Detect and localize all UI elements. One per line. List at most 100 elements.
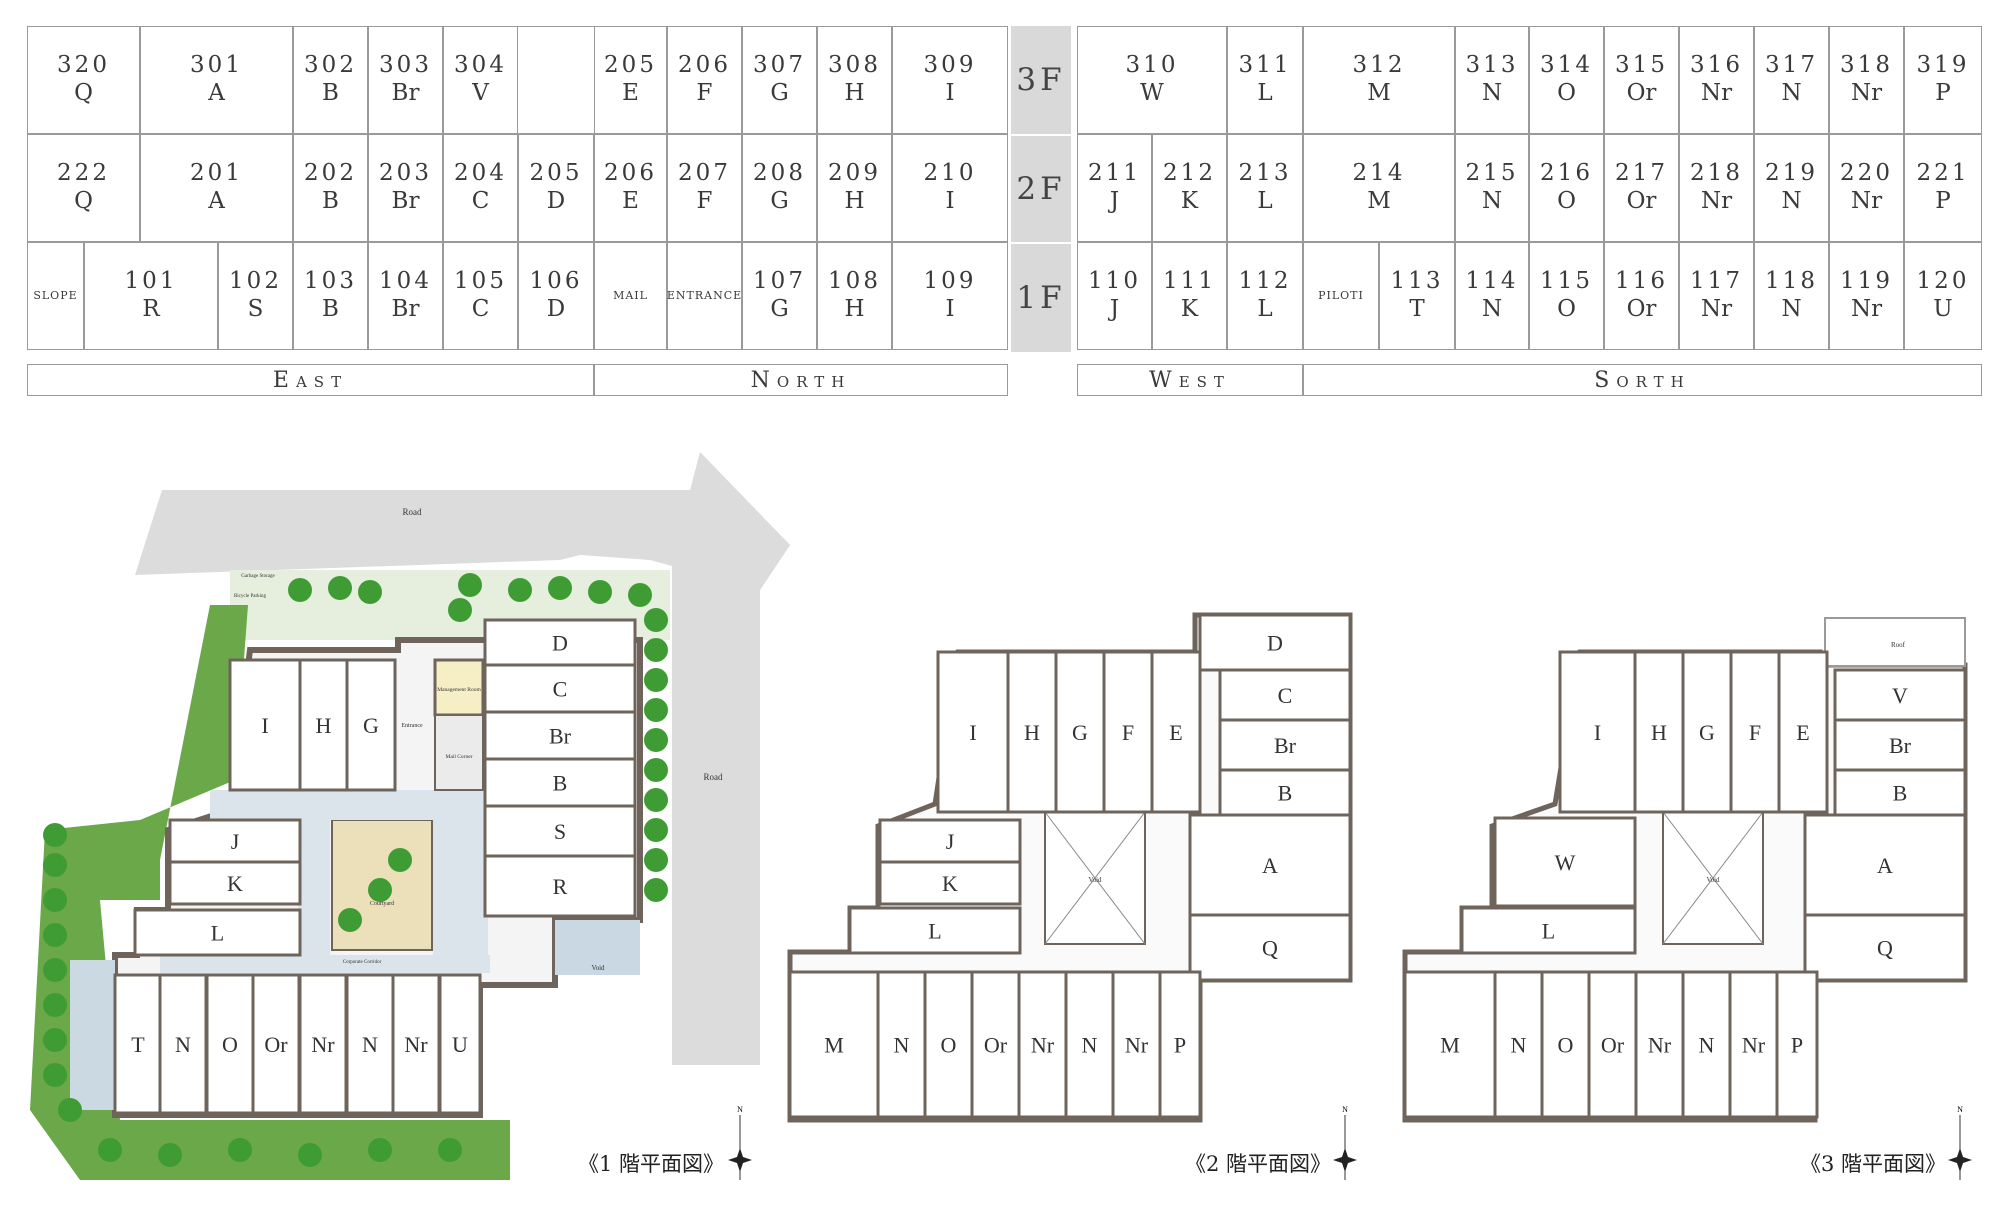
plan-unit-east (483, 854, 637, 918)
unit-number: SLOPE (33, 289, 78, 303)
plan-unit-east (1218, 768, 1352, 817)
unit-type: S (247, 296, 264, 322)
unit-label: M (1440, 1033, 1460, 1058)
plan-unit-east (1188, 913, 1352, 982)
compass-3f: N (1948, 1105, 1972, 1180)
plan-unit-east (483, 710, 637, 761)
unit-number: 315 (1615, 52, 1668, 79)
unit-type: M (1367, 80, 1391, 106)
unit-label: U (452, 1032, 468, 1057)
unit-label: F (1122, 720, 1134, 745)
unit-number: 115 (1540, 268, 1593, 295)
unit-label: Or (264, 1032, 288, 1057)
unit-number: 120 (1916, 268, 1970, 295)
unit-number: 217 (1615, 160, 1668, 187)
tree-icon (288, 578, 312, 602)
unit-label: N (362, 1032, 378, 1057)
unit-number: 205 (529, 160, 583, 187)
tree-icon (458, 573, 482, 597)
plan-unit-west (133, 908, 302, 957)
unit-type: N (1781, 188, 1802, 214)
entrance-label: Entrance (401, 723, 423, 729)
plan-unit-west (848, 906, 1022, 955)
unit-type: C (471, 296, 490, 322)
unit-number: 201 (190, 160, 243, 187)
unit-type: P (1935, 80, 1951, 106)
void-label-1f: Void (591, 964, 605, 972)
unit-number: 105 (454, 268, 507, 295)
tree-icon (588, 580, 612, 604)
plan-unit-east (1803, 913, 1967, 982)
unit-type: H (844, 80, 865, 106)
unit-number: 219 (1765, 160, 1818, 187)
unit-type: L (1257, 80, 1273, 106)
unit-number: 311 (1238, 52, 1292, 79)
unit-type: N (1481, 296, 1503, 322)
tree-icon (644, 818, 668, 842)
unit-number: 210 (923, 160, 977, 187)
unit-type: B (322, 296, 339, 322)
unit-label: Q (1262, 936, 1278, 961)
unit-number: 208 (753, 160, 806, 187)
unit-number: 313 (1465, 52, 1519, 79)
unit-label: P (1791, 1033, 1803, 1058)
plan-unit-south (438, 973, 482, 1115)
unit-number: 102 (229, 268, 282, 295)
compass-1f: N (728, 1105, 752, 1180)
unit-label: M (824, 1033, 844, 1058)
road-right (672, 452, 790, 1065)
unit-number: 301 (190, 52, 243, 79)
unit-type: Nr (1850, 80, 1883, 106)
unit-type: K (1180, 188, 1199, 214)
direction-west: West (1077, 364, 1303, 396)
unit-number: 206 (678, 52, 731, 79)
plan-unit-north (1681, 650, 1733, 814)
unit-label: G (1699, 720, 1715, 745)
courtyard-label: Courtyard (370, 901, 394, 907)
unit-label: H (1024, 720, 1040, 745)
unit-type: T (1409, 296, 1425, 322)
unit-label: E (1796, 720, 1809, 745)
unit-number: 318 (1840, 52, 1893, 79)
unit-type: J (1109, 188, 1120, 214)
empty-cell (518, 26, 594, 134)
floor-label-1f: 1F (1011, 244, 1071, 352)
unit-type: Nr (1700, 296, 1733, 322)
unit-cell: SLOPE (27, 242, 84, 350)
unit-label: C (1278, 683, 1293, 708)
plan-unit-south (1111, 970, 1162, 1119)
unit-label: Nr (1125, 1033, 1149, 1058)
unit-number: 116 (1615, 268, 1668, 295)
unit-number: 214 (1352, 160, 1406, 187)
unit-type: D (546, 296, 566, 322)
unit-number: 106 (529, 268, 583, 295)
plan-unit-west (878, 818, 1022, 864)
tree-icon (368, 878, 392, 902)
plan-unit-east (483, 618, 637, 667)
unit-label: A (1877, 853, 1893, 878)
svg-text:N: N (737, 1105, 743, 1114)
unit-label: F (1749, 720, 1761, 745)
unit-type: K (1180, 296, 1199, 322)
unit-type: F (696, 80, 713, 106)
unit-number: 110 (1088, 268, 1141, 295)
unit-label: Nr (1742, 1033, 1766, 1058)
unit-label: D (1267, 631, 1283, 656)
unit-type: A (208, 188, 225, 214)
unit-number: 109 (923, 268, 977, 295)
